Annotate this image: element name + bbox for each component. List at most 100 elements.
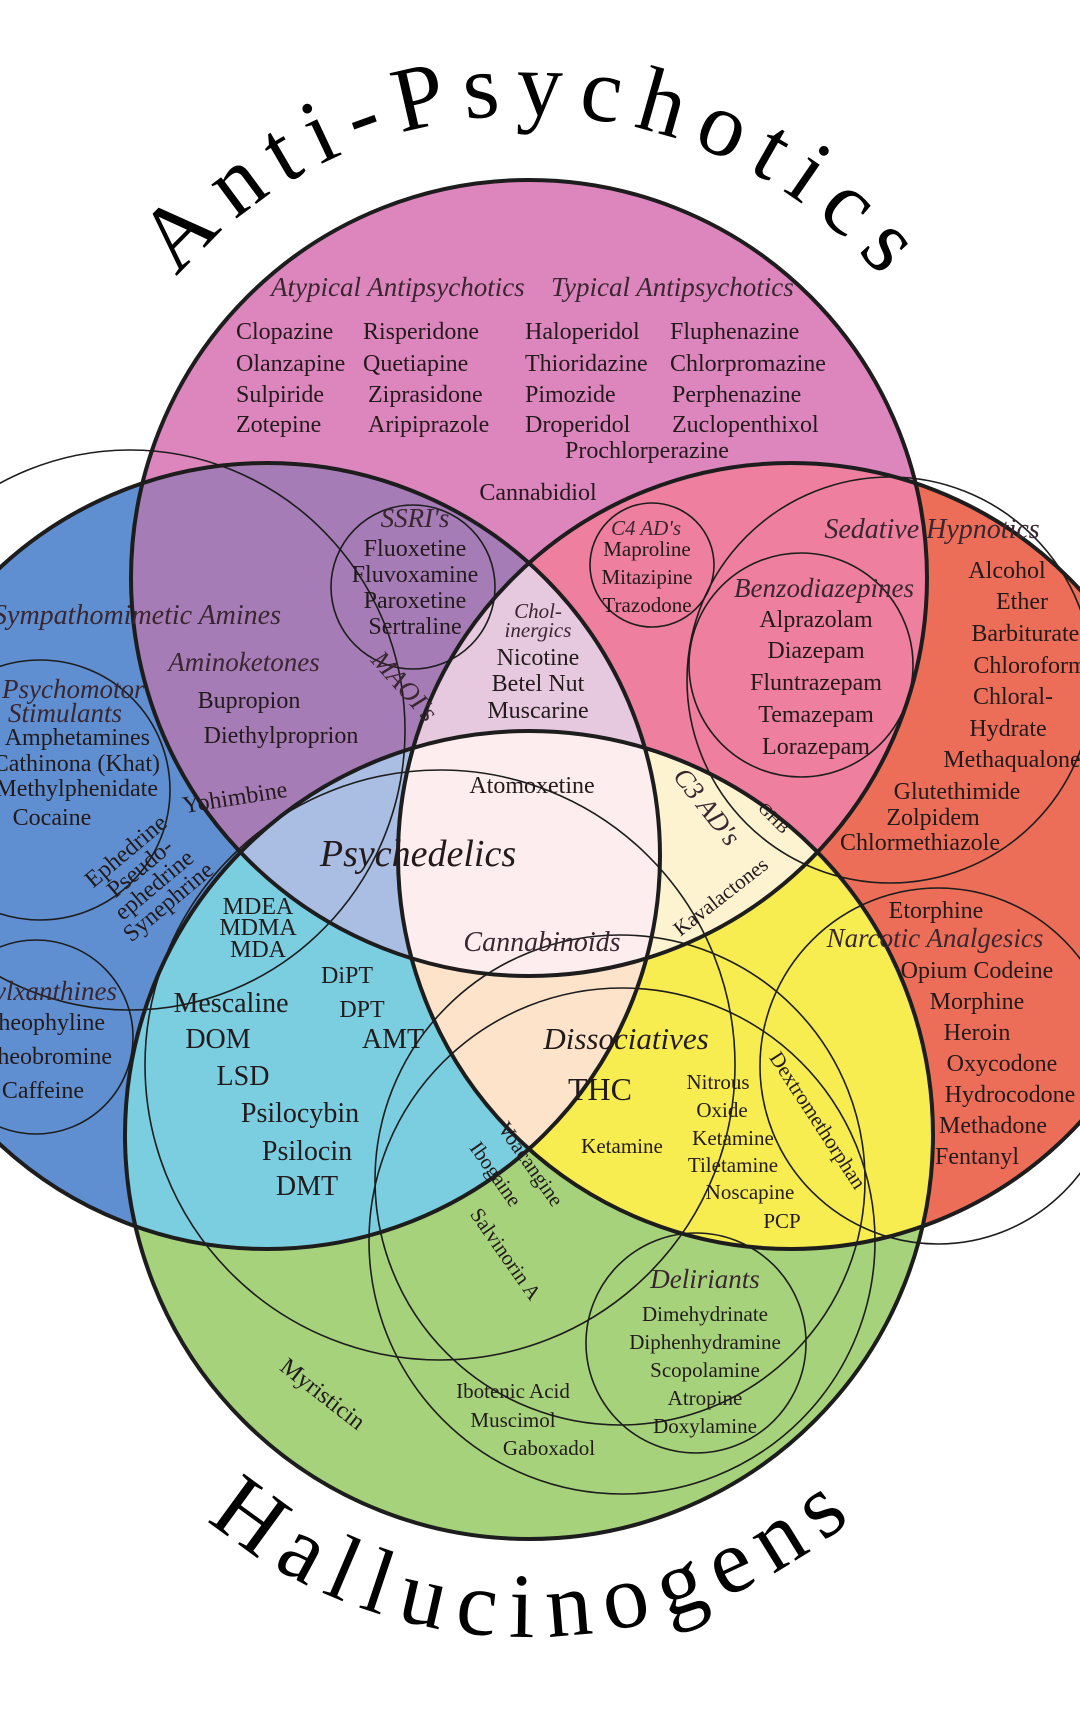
list-item: Chloroform (973, 653, 1080, 679)
list-item: Ziprasidone (368, 382, 483, 408)
psychomotor-circle (0, 659, 171, 921)
hallucinogens-outline (123, 729, 935, 1541)
list-item: Nicotine (497, 645, 580, 671)
list-item: Fluvoxamine (352, 562, 479, 588)
list-item: Maproline (603, 537, 690, 561)
list-item: Amphetamines (5, 725, 150, 751)
list-item: Cocaine (13, 805, 92, 831)
depressants-outline (396, 461, 1080, 1251)
list-item: Paroxetine (364, 588, 467, 614)
benzodiazepines-label: Benzodiazepines (734, 573, 914, 603)
cholinergics-label-2: inergics (505, 618, 572, 642)
list-item: Chlorpromazine (670, 351, 826, 377)
list-item: Risperidone (363, 319, 479, 345)
list-item: Noscapine (706, 1180, 795, 1204)
list-item: Fluphenazine (670, 319, 799, 345)
list-item: Oxycodone (947, 1051, 1058, 1077)
list-item: DMT (276, 1171, 338, 1202)
list-item: Methaqualone (943, 747, 1080, 773)
list-item: DOM (185, 1024, 250, 1055)
list-item: Pimozide (525, 382, 616, 408)
list-item: Droperidol (525, 412, 631, 438)
list-item: Haloperidol (525, 319, 640, 345)
list-item: Heroin (944, 1020, 1011, 1046)
list-item: PCP (763, 1209, 800, 1233)
list-item: Oxide (696, 1098, 747, 1122)
list-item: Quetiapine (363, 351, 468, 377)
list-item: Diazepam (767, 638, 865, 664)
stimulants-outline (0, 461, 662, 1251)
list-item: Barbiturates (971, 621, 1080, 647)
list-item: Caffeine (2, 1078, 84, 1104)
list-item: Perphenazine (672, 382, 801, 408)
list-item: Psilocin (262, 1136, 352, 1167)
list-item: Opium Codeine (901, 958, 1054, 984)
list-item: Chloral- (973, 684, 1053, 710)
list-item: Diphenhydramine (629, 1330, 781, 1354)
stimulants-label: Stimulants (8, 698, 122, 728)
list-item: MDMA (219, 915, 297, 941)
list-item: Glutethimide (894, 779, 1021, 805)
list-item: Hydrocodone (945, 1082, 1076, 1108)
list-item: LSD (217, 1061, 270, 1092)
list-item: Prochlorperazine (565, 438, 729, 464)
cholinergics-region (398, 463, 660, 976)
list-item: Aripiprazole (368, 412, 489, 438)
c4-ads-label: C4 AD's (611, 516, 681, 540)
c4-ads-circle (589, 502, 715, 628)
list-item: Dimehydrinate (642, 1302, 768, 1326)
list-item: Psilocybin (241, 1098, 359, 1129)
thc-region (398, 731, 660, 1249)
aminoketones-label: Aminoketones (166, 647, 319, 677)
ssri-circle (330, 504, 496, 670)
anti-psychotics-outline (129, 178, 929, 978)
list-item: Methylphenidate (0, 776, 158, 802)
list-item: Trazodone (602, 593, 691, 617)
list-item: Fluntrazepam (750, 670, 882, 696)
list-item: Zolpidem (886, 805, 980, 831)
list-item: Ketamine (692, 1126, 774, 1150)
list-item: Bupropion (198, 688, 301, 714)
list-item: MDEA (223, 894, 294, 920)
cannabinoids-label: Cannabinoids (463, 927, 620, 958)
list-item: Zotepine (236, 412, 321, 438)
list-item: Diethylproprion (204, 723, 359, 749)
list-item: Mescaline (173, 988, 288, 1019)
deliriants-circle (585, 1232, 807, 1454)
atomoxetine-label: Atomoxetine (469, 773, 594, 799)
list-item: Doxylamine (653, 1414, 757, 1438)
cholinergics-label-1: Chol- (514, 599, 562, 623)
list-item: Scopolamine (650, 1358, 760, 1382)
list-item: Nitrous (687, 1070, 750, 1094)
list-item: Sertraline (368, 614, 461, 640)
psychomotor-label: Psychomotor (1, 674, 145, 704)
list-item: Thioridazine (525, 351, 648, 377)
dissociatives-label: Dissociatives (542, 1021, 708, 1056)
methylxanthines-circle (0, 939, 134, 1135)
etorphine-label: Etorphine (889, 898, 984, 924)
deliriants-label: Deliriants (649, 1264, 760, 1294)
list-item: DiPT (321, 963, 373, 989)
list-item: Ether (996, 589, 1048, 615)
narcotic-analgesics-circle (759, 887, 1080, 1245)
list-item: Cathinona (Khat) (0, 751, 160, 777)
list-item: Hydrate (969, 716, 1046, 742)
psychedelics-circle (144, 769, 736, 1361)
list-item: DPT (339, 997, 385, 1023)
list-item: Fluoxetine (364, 536, 467, 562)
typical-label: Typical Antipsychotics (551, 272, 794, 302)
benzodiazepines-circle (688, 552, 914, 778)
sympathomimetic-circle (0, 449, 406, 1011)
list-item: MDA (230, 937, 287, 963)
list-item: Fentanyl (935, 1144, 1019, 1170)
list-item: Olanzapine (236, 351, 345, 377)
list-item: Muscimol (470, 1408, 555, 1432)
list-item: Tiletamine (688, 1153, 778, 1177)
list-item: Alprazolam (759, 607, 873, 633)
sympathomimetic-label: Sympathomimetic Amines (0, 600, 281, 631)
list-item: Muscarine (487, 698, 588, 724)
list-item: Temazepam (758, 702, 874, 728)
list-item: Lorazepam (762, 734, 870, 760)
list-item: Clopazine (236, 319, 333, 345)
